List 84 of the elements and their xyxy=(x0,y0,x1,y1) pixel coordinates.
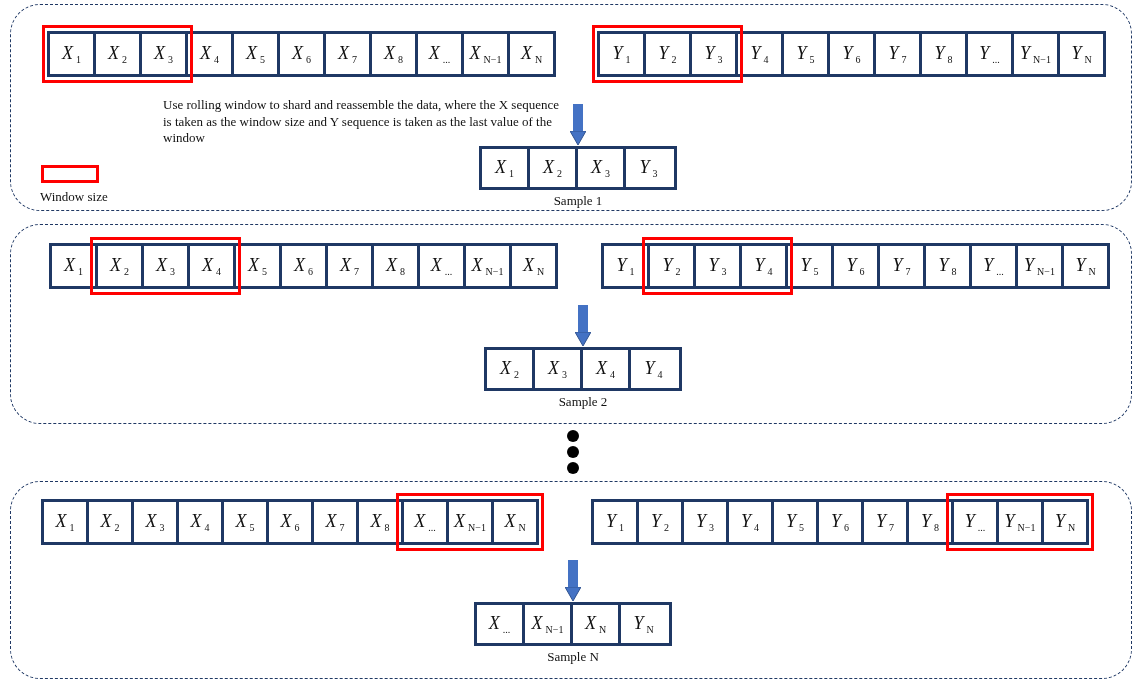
sequence-cell: Y$_{7}$ xyxy=(861,499,909,545)
legend-label: Window size xyxy=(40,189,108,205)
sample-caption: Sample 1 xyxy=(552,193,604,209)
sequence-cell: Y$_{5}$ xyxy=(781,31,830,77)
down-arrow xyxy=(574,305,592,347)
sequence-cell: Y$_{1}$ xyxy=(597,31,646,77)
sequence-cell: Y$_{3}$ xyxy=(693,243,742,289)
sequence-cell: Y$_{1}$ xyxy=(591,499,639,545)
sequence-cell: Y$_{6}$ xyxy=(827,31,876,77)
sequence-cell: X$_{N−1}$ xyxy=(463,243,512,289)
sample-cell: X$_{3}$ xyxy=(532,350,580,388)
sequence-cell: X$_{N−1}$ xyxy=(446,499,494,545)
sequence-cell: Y$_{6}$ xyxy=(816,499,864,545)
sequence-cell: Y$_{2}$ xyxy=(643,31,692,77)
dashed-panel xyxy=(10,4,1132,211)
sequence-cell: X$_{6}$ xyxy=(279,243,328,289)
sequence-cell: Y$_{5}$ xyxy=(771,499,819,545)
sequence-cell: Y$_{N}$ xyxy=(1061,243,1110,289)
sample-cell: X$_{2}$ xyxy=(487,350,532,388)
down-arrow xyxy=(564,560,582,602)
sample-cell: X$_{N−1}$ xyxy=(522,605,570,643)
sequence-cell: Y$_{...}$ xyxy=(969,243,1018,289)
sample-cell: X$_{1}$ xyxy=(482,149,527,187)
sequence-cell: X$_{2}$ xyxy=(93,31,142,77)
sequence-cell: X$_{N}$ xyxy=(509,243,558,289)
dashed-panel xyxy=(10,224,1132,424)
sequence-cell: Y$_{N−1}$ xyxy=(996,499,1044,545)
sequence-cell: Y$_{8}$ xyxy=(919,31,968,77)
sequence-cell: X$_{N}$ xyxy=(507,31,556,77)
sample-cell: X$_{...}$ xyxy=(477,605,522,643)
sequence-cell: X$_{N−1}$ xyxy=(461,31,510,77)
sequence-cell: X$_{7}$ xyxy=(325,243,374,289)
down-arrow xyxy=(569,104,587,146)
sequence-cell: Y$_{2}$ xyxy=(636,499,684,545)
sequence-cell: Y$_{8}$ xyxy=(923,243,972,289)
sequence-cell: X$_{3}$ xyxy=(139,31,188,77)
sequence-cell: X$_{2}$ xyxy=(86,499,134,545)
sequence-cell: X$_{4}$ xyxy=(187,243,236,289)
sequence-cell: Y$_{4}$ xyxy=(726,499,774,545)
sequence-cell: Y$_{...}$ xyxy=(965,31,1014,77)
sequence-cell: X$_{3}$ xyxy=(131,499,179,545)
sequence-cell: Y$_{3}$ xyxy=(681,499,729,545)
sequence-cell: X$_{...}$ xyxy=(417,243,466,289)
sample-caption: Sample N xyxy=(546,649,600,665)
sequence-cell: Y$_{2}$ xyxy=(647,243,696,289)
sample-cell: Y$_{4}$ xyxy=(628,350,676,388)
sequence-cell: X$_{8}$ xyxy=(371,243,420,289)
sequence-cell: X$_{1}$ xyxy=(41,499,89,545)
sample-cell: X$_{3}$ xyxy=(575,149,623,187)
sequence-cell: Y$_{6}$ xyxy=(831,243,880,289)
sequence-cell: X$_{1}$ xyxy=(47,31,96,77)
sample-row xyxy=(479,146,677,190)
sample-cell: Y$_{N}$ xyxy=(618,605,666,643)
sample-cell: X$_{2}$ xyxy=(527,149,575,187)
sequence-cell: X$_{5}$ xyxy=(231,31,280,77)
sequence-cell: Y$_{4}$ xyxy=(739,243,788,289)
sequence-cell: X$_{7}$ xyxy=(323,31,372,77)
sequence-cell: Y$_{N}$ xyxy=(1041,499,1089,545)
sequence-cell: X$_{...}$ xyxy=(401,499,449,545)
sample-cell: X$_{4}$ xyxy=(580,350,628,388)
sequence-cell: X$_{5}$ xyxy=(221,499,269,545)
sequence-cell: X$_{N}$ xyxy=(491,499,539,545)
sequence-cell: X$_{6}$ xyxy=(266,499,314,545)
sequence-cell: Y$_{7}$ xyxy=(873,31,922,77)
sequence-cell: X$_{8}$ xyxy=(369,31,418,77)
sample-row xyxy=(484,347,682,391)
sequence-cell: Y$_{N}$ xyxy=(1057,31,1106,77)
sample-cell: X$_{N}$ xyxy=(570,605,618,643)
sequence-cell: Y$_{...}$ xyxy=(951,499,999,545)
sample-caption: Sample 2 xyxy=(557,394,609,410)
sequence-cell: Y$_{3}$ xyxy=(689,31,738,77)
description-text: Use rolling window to shard and reassemble the data, where the X sequence is taken as the window size and Y sequence is taken as the last value of the window xyxy=(163,97,560,147)
sequence-cell: X$_{7}$ xyxy=(311,499,359,545)
sequence-cell: X$_{3}$ xyxy=(141,243,190,289)
sample-cell: Y$_{3}$ xyxy=(623,149,671,187)
sequence-cell: X$_{...}$ xyxy=(415,31,464,77)
sequence-cell: X$_{6}$ xyxy=(277,31,326,77)
sequence-cell: Y$_{7}$ xyxy=(877,243,926,289)
sequence-cell: Y$_{N−1}$ xyxy=(1011,31,1060,77)
sequence-cell: X$_{4}$ xyxy=(176,499,224,545)
sequence-cell: X$_{2}$ xyxy=(95,243,144,289)
sequence-cell: Y$_{N−1}$ xyxy=(1015,243,1064,289)
sample-row xyxy=(474,602,672,646)
dashed-panel xyxy=(10,481,1132,679)
